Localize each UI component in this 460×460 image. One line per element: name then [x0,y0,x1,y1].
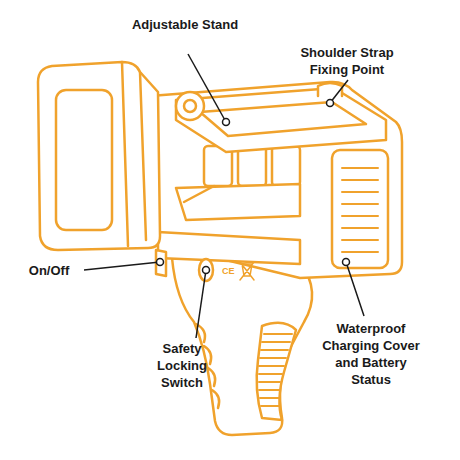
part-label: On/Off [14,262,84,279]
leader-line [330,80,348,103]
body-rib [272,146,300,186]
adjustable-stand [176,88,386,152]
stand-knob-centre [184,100,196,112]
stand-knob [176,92,204,120]
part-label: Adjustable Stand [130,16,240,33]
lens-housing [38,62,160,250]
ce-mark: CE [222,266,240,276]
grip-rubber-panel [257,323,296,420]
grip-ribs [259,334,292,406]
lens-face [56,90,112,230]
body-panel-slash [184,186,214,202]
leader-line [84,262,160,270]
body-lower-band [158,232,300,264]
leader-line [346,262,364,316]
leader-dot [157,259,164,266]
body-panel [176,184,300,220]
part-label: Safety Locking Switch [140,340,224,391]
spotlight-body [150,82,402,278]
leader-dot [327,100,334,107]
leader-dot [223,119,230,126]
part-label: Shoulder Strap Fixing Point [282,44,412,78]
weee-bin-symbol [240,262,254,280]
lens-side [122,62,146,246]
strap-fixing-point [318,83,342,96]
safety-switch [199,259,213,281]
leader-dot [343,259,350,266]
on-off-switch [156,250,166,276]
leader-line [188,54,226,122]
leader-dot [203,267,210,274]
cover-ribs [342,168,378,252]
charging-cover [332,150,388,268]
leader-line [196,270,206,338]
part-label: Waterproof Charging Cover and Battery St… [316,320,426,388]
stand-inner [200,102,366,136]
